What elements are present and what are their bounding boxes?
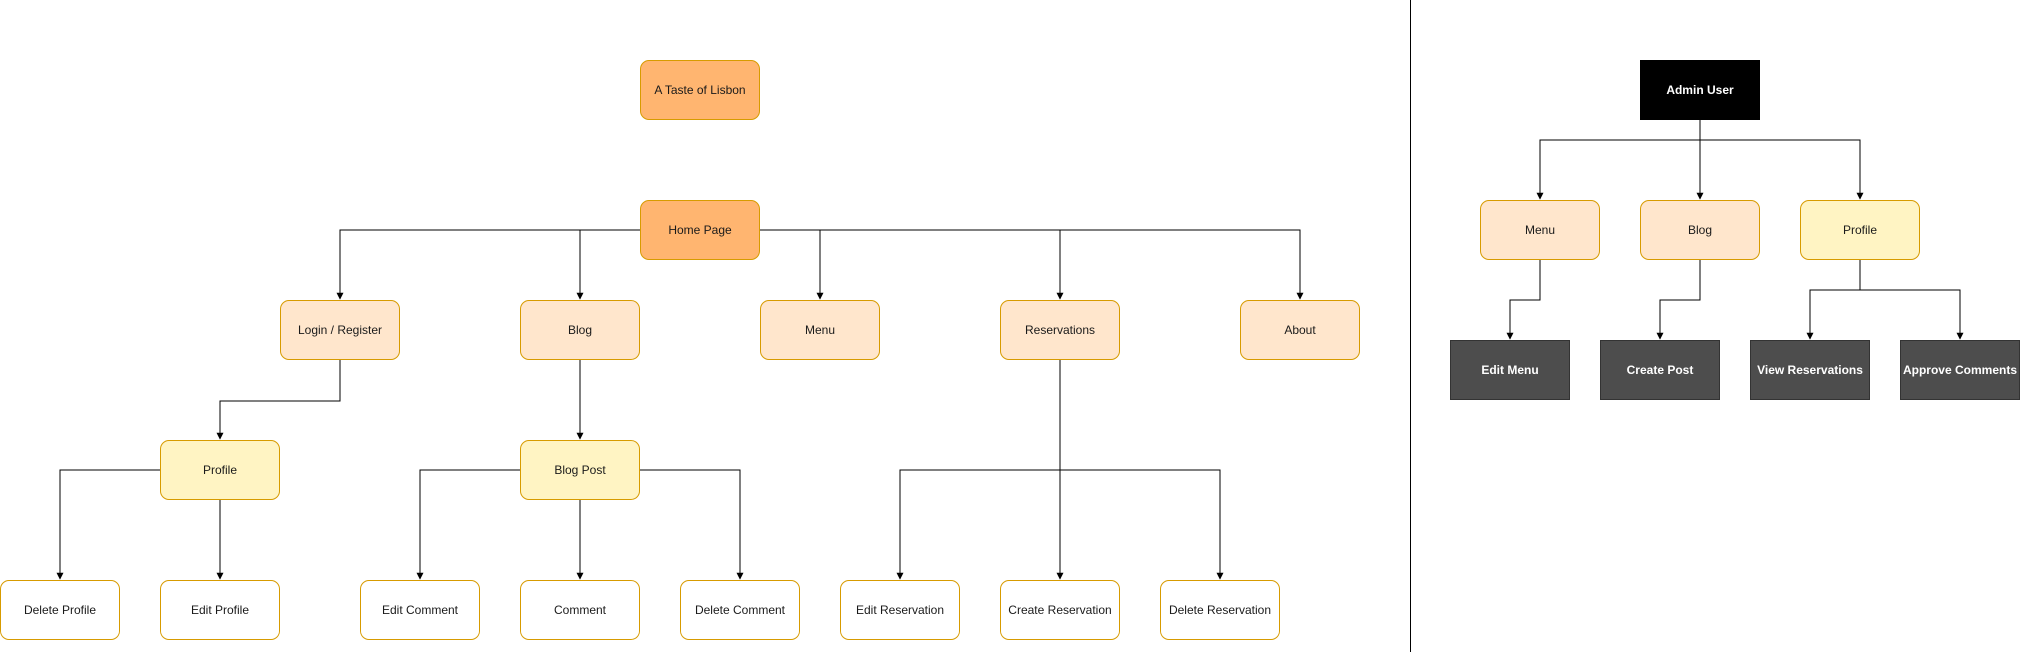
node-admin-blog[interactable]: Blog <box>1640 200 1760 260</box>
node-view-reservations[interactable]: View Reservations <box>1750 340 1870 400</box>
node-create-post[interactable]: Create Post <box>1600 340 1720 400</box>
node-label: Create Post <box>1626 363 1694 377</box>
edge-blogpost-delete-comment <box>640 469 744 580</box>
node-label: Create Reservation <box>1008 603 1112 617</box>
edge-admin-menu <box>1536 120 1701 200</box>
node-label: Login / Register <box>297 323 383 337</box>
node-label: Admin User <box>1666 83 1734 97</box>
edge-home-reservations <box>760 229 1064 300</box>
node-profile[interactable]: Profile <box>160 440 280 500</box>
node-edit-menu[interactable]: Edit Menu <box>1450 340 1570 400</box>
edge-res-delete <box>1060 469 1224 580</box>
node-label: Edit Profile <box>190 603 250 617</box>
edges-home <box>336 229 1304 300</box>
edge-profile-approve <box>1860 289 1964 340</box>
node-delete-profile[interactable]: Delete Profile <box>0 580 120 640</box>
edge-admin-profile <box>1700 139 1864 200</box>
node-label: A Taste of Lisbon <box>654 83 746 97</box>
node-about[interactable]: About <box>1240 300 1360 360</box>
node-menu[interactable]: Menu <box>760 300 880 360</box>
node-blog-post[interactable]: Blog Post <box>520 440 640 500</box>
node-approve-comments[interactable]: Approve Comments <box>1900 340 2020 400</box>
node-label: Blog Post <box>554 463 606 477</box>
node-label: View Reservations <box>1757 363 1863 377</box>
node-label: Menu <box>804 323 836 337</box>
node-login-register[interactable]: Login / Register <box>280 300 400 360</box>
node-label: Edit Reservation <box>855 603 945 617</box>
edge-home-blog <box>576 229 640 300</box>
edges-reservations <box>896 360 1224 580</box>
node-create-reservation[interactable]: Create Reservation <box>1000 580 1120 640</box>
node-blog[interactable]: Blog <box>520 300 640 360</box>
edge-home-about <box>760 229 1304 300</box>
node-delete-reservation[interactable]: Delete Reservation <box>1160 580 1280 640</box>
edge-home-login <box>336 229 640 300</box>
node-label: Edit Comment <box>381 603 459 617</box>
node-label: About <box>1284 323 1316 337</box>
node-edit-comment[interactable]: Edit Comment <box>360 580 480 640</box>
node-label: Blog <box>567 323 593 337</box>
node-admin-profile[interactable]: Profile <box>1800 200 1920 260</box>
node-label: Profile <box>202 463 237 477</box>
node-reservations[interactable]: Reservations <box>1000 300 1120 360</box>
edge-blogpost-edit-comment <box>416 469 520 580</box>
edges-profile <box>56 360 341 580</box>
node-home-page[interactable]: Home Page <box>640 200 760 260</box>
edge-profile-delete <box>56 469 160 580</box>
node-comment[interactable]: Comment <box>520 580 640 640</box>
node-edit-profile[interactable]: Edit Profile <box>160 580 280 640</box>
edge-login-profile <box>216 360 341 440</box>
node-admin-menu[interactable]: Menu <box>1480 200 1600 260</box>
edge-res-edit <box>896 469 1060 580</box>
node-label: Delete Profile <box>23 603 97 617</box>
node-label: Edit Menu <box>1481 363 1539 377</box>
node-label: Reservations <box>1024 323 1096 337</box>
node-label: Blog <box>1687 223 1713 237</box>
node-label: Delete Reservation <box>1168 603 1272 617</box>
node-site-title[interactable]: A Taste of Lisbon <box>640 60 760 120</box>
edge-blog-createpost <box>1656 260 1701 340</box>
node-admin-user[interactable]: Admin User <box>1640 60 1760 120</box>
node-label: Delete Comment <box>694 603 786 617</box>
edge-profile-viewres <box>1806 260 1861 340</box>
node-label: Comment <box>553 603 606 617</box>
node-label: Menu <box>1524 223 1556 237</box>
node-delete-comment[interactable]: Delete Comment <box>680 580 800 640</box>
edges-admin <box>1506 120 1964 340</box>
edges-blog <box>416 360 744 580</box>
node-edit-reservation[interactable]: Edit Reservation <box>840 580 960 640</box>
edge-menu-editmenu <box>1506 260 1541 340</box>
node-label: Approve Comments <box>1902 363 2018 377</box>
node-label: Home Page <box>668 223 732 237</box>
edge-home-menu <box>760 229 824 300</box>
node-label: Profile <box>1842 223 1877 237</box>
